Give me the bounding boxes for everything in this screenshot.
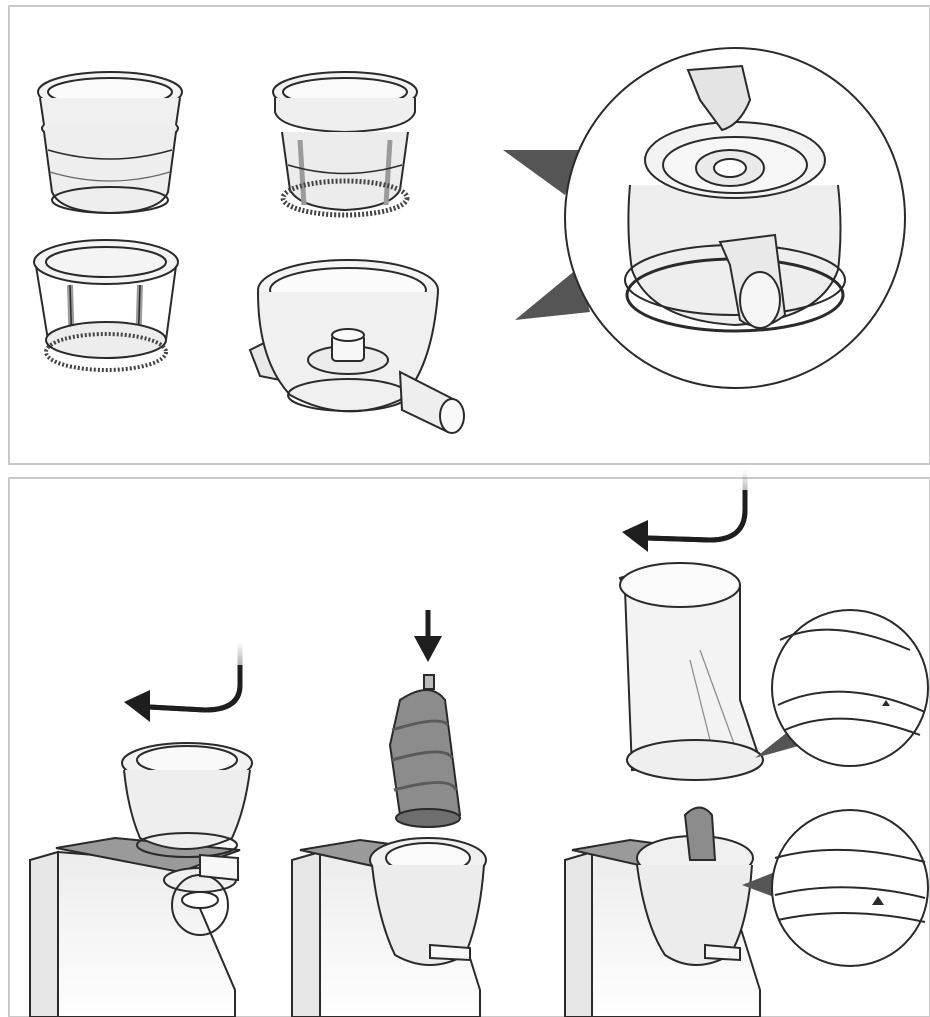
juicer-base-2 <box>292 838 486 1017</box>
arrowhead-step1 <box>124 690 150 722</box>
feeding-chute <box>620 563 763 780</box>
curved-arrow-step1 <box>148 642 240 710</box>
step-mount-bowl <box>30 743 252 1017</box>
juicing-bowl <box>250 260 464 433</box>
arrowhead-step2 <box>414 636 442 662</box>
arrowhead-step3 <box>622 520 648 552</box>
step-insert-auger <box>292 675 486 1017</box>
curved-arrow-step3 <box>645 470 745 540</box>
step-attach-chamber <box>565 563 928 1017</box>
zoom-callout-lock-lower <box>772 810 928 966</box>
zoom-callout-lock-upper <box>772 610 928 766</box>
auger <box>390 675 460 827</box>
rotating-brush <box>273 72 417 215</box>
juicer-base-3 <box>565 808 760 1017</box>
zoom-detail-bowl-top <box>565 48 905 388</box>
brush-holder <box>34 240 178 370</box>
juice-screen <box>38 72 182 213</box>
